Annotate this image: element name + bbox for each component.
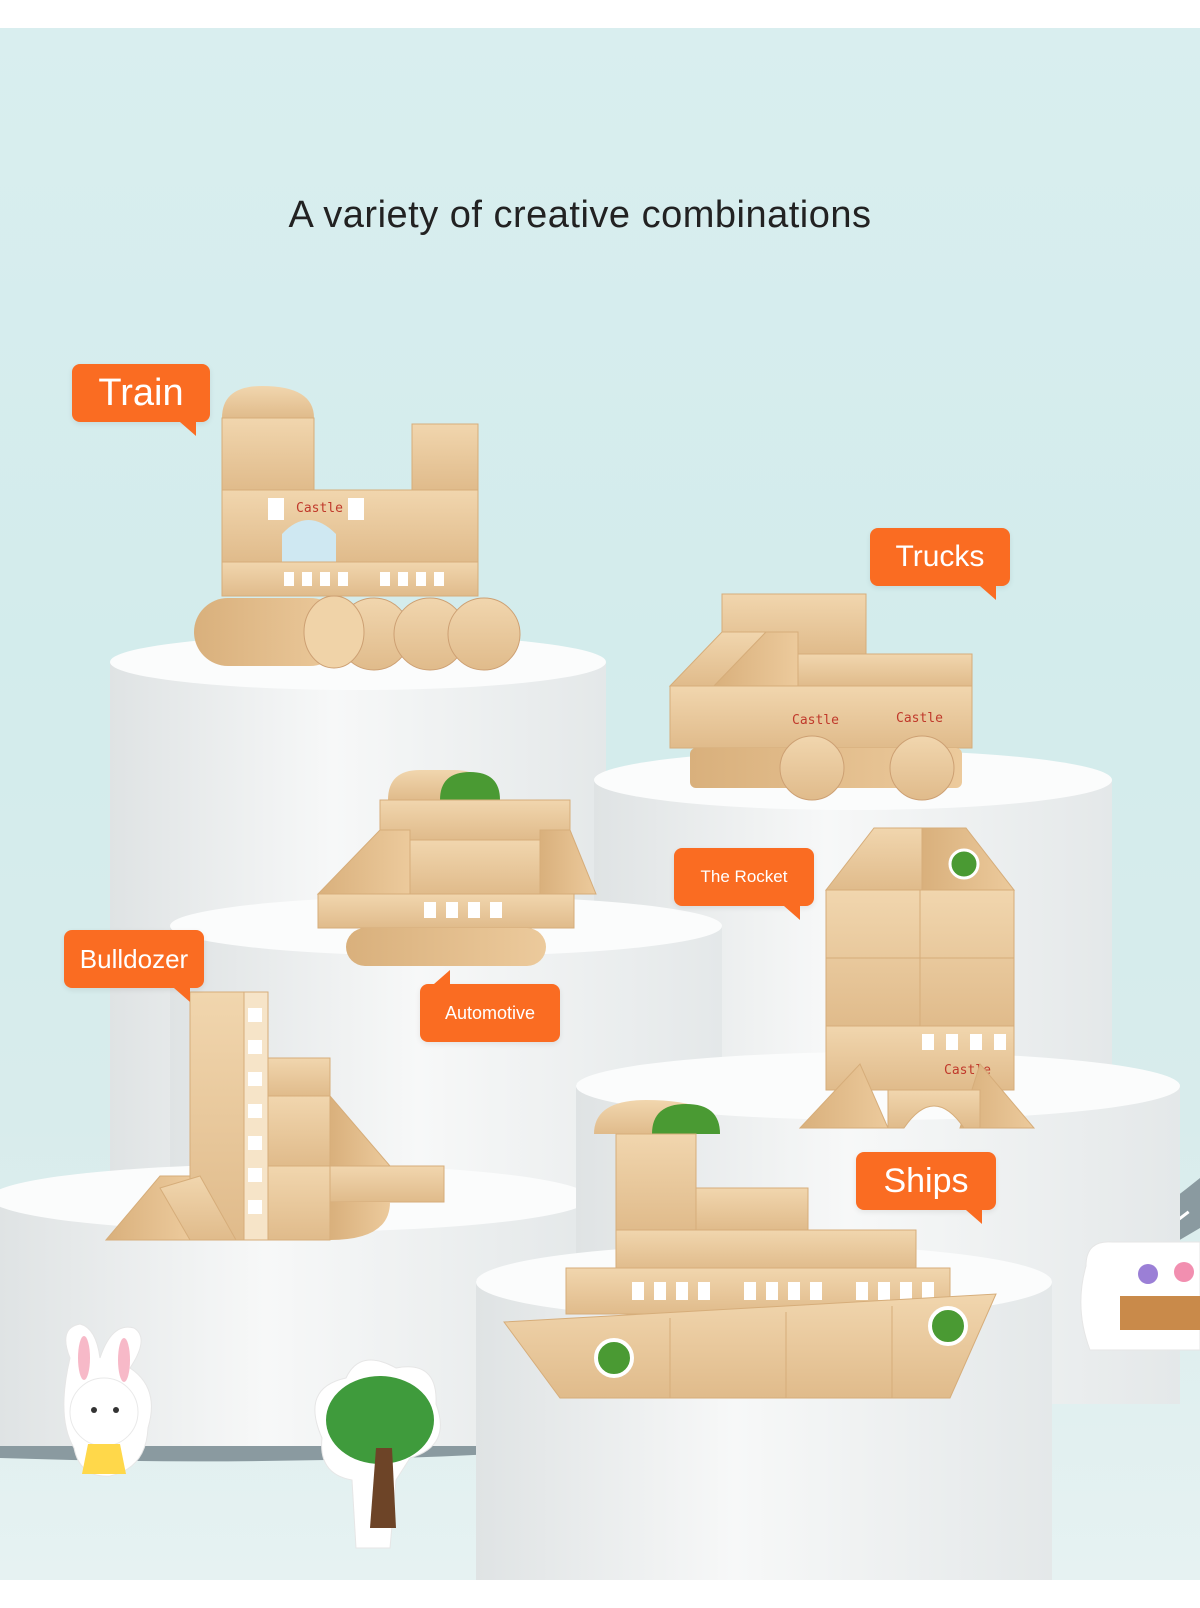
label-automotive: Automotive [420,970,560,1042]
bottom-margin [0,1580,1200,1608]
bulldozer-blocks [104,991,445,1241]
ship-blocks [503,1100,997,1399]
castle-sticker-train: Castle [296,501,343,516]
flower-box-figure [1080,1241,1200,1351]
rabbit-figure [63,1323,152,1477]
automotive-blocks [316,770,597,966]
train-blocks: Castle [194,386,521,671]
castle-sticker-truck-2: Castle [896,711,943,726]
castle-sticker-truck-1: Castle [792,713,839,728]
label-ships: Ships [856,1152,996,1224]
label-trucks: Trucks [870,528,1010,600]
rocket-blocks: Castle [798,827,1036,1129]
product-stage: Castle Castle Castle [0,28,1200,1580]
product-scene: Castle Castle Castle [0,386,1200,1580]
headline: A variety of creative combinations [288,194,872,236]
label-bulldozer: Bulldozer [64,930,204,1002]
label-train: Train [72,364,210,436]
truck-blocks: Castle Castle [668,593,973,801]
tree-figure [314,1359,441,1549]
label-rocket: The Rocket [674,848,814,920]
